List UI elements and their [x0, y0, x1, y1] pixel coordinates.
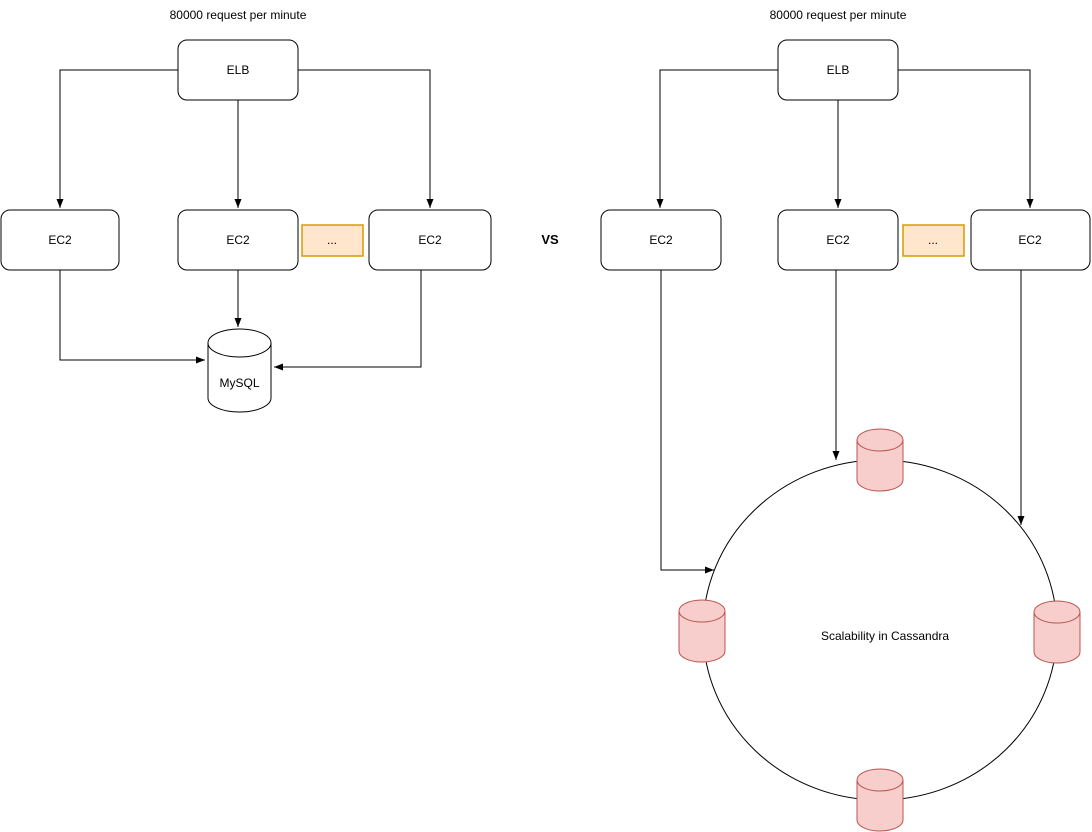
vs-label: VS	[541, 232, 559, 247]
right-architecture: 80000 request per minute ELB EC2 EC2 ...…	[600, 8, 1091, 832]
edge-left-elb-ec2-3	[298, 69, 434, 208]
edge-right-ec2-1-ring	[660, 270, 714, 574]
right-ec2-node-2[interactable]	[777, 209, 899, 271]
left-ec2-node-3[interactable]	[368, 209, 492, 271]
edge-left-ec2-1-mysql	[59, 270, 205, 364]
mysql-cylinder-body	[207, 328, 272, 413]
cassandra-node-left-body	[678, 599, 726, 663]
edge-right-elb-ec2-1	[656, 69, 778, 208]
left-elb-label: ELB	[227, 63, 250, 77]
right-ec2-label-1: EC2	[649, 233, 673, 247]
cassandra-node-left[interactable]	[678, 599, 726, 663]
cassandra-node-right[interactable]	[1033, 600, 1081, 664]
cassandra-node-top-rim	[856, 439, 904, 452]
edge-left-elb-ec2-1	[56, 69, 178, 208]
cassandra-node-bottom-rim	[856, 779, 904, 792]
edge-left-ec2-3-mysql	[274, 270, 422, 371]
left-architecture: 80000 request per minute ELB EC2 EC2 ...…	[0, 8, 492, 413]
cassandra-ring-label: Scalability in Cassandra	[821, 629, 949, 643]
cassandra-node-bottom[interactable]	[856, 768, 904, 832]
right-elb-label: ELB	[827, 63, 850, 77]
left-title: 80000 request per minute	[170, 8, 307, 22]
cassandra-node-right-rim	[1033, 611, 1081, 624]
mysql-database-node[interactable]: MySQL	[207, 328, 272, 413]
right-ec2-label-3: EC2	[1018, 233, 1042, 247]
right-ellipsis-node[interactable]	[902, 224, 965, 257]
cassandra-node-left-rim	[678, 610, 726, 623]
edge-right-elb-ec2-3	[898, 69, 1034, 208]
left-ec2-label-2: EC2	[226, 233, 250, 247]
right-ec2-label-2: EC2	[826, 233, 850, 247]
cassandra-node-right-body	[1033, 600, 1081, 664]
left-ellipsis-node[interactable]	[301, 224, 364, 257]
cassandra-node-bottom-body	[856, 768, 904, 832]
left-ellipsis-label: ...	[327, 233, 337, 247]
mysql-label: MySQL	[219, 376, 259, 390]
right-ellipsis-label: ...	[928, 233, 938, 247]
cassandra-node-top-body	[856, 428, 904, 492]
left-ec2-label-1: EC2	[48, 233, 72, 247]
right-title: 80000 request per minute	[770, 8, 907, 22]
cassandra-node-top[interactable]	[856, 428, 904, 492]
left-ec2-label-3: EC2	[418, 233, 442, 247]
mysql-cylinder-rim	[207, 342, 272, 358]
right-ec2-node-3[interactable]	[970, 209, 1091, 271]
